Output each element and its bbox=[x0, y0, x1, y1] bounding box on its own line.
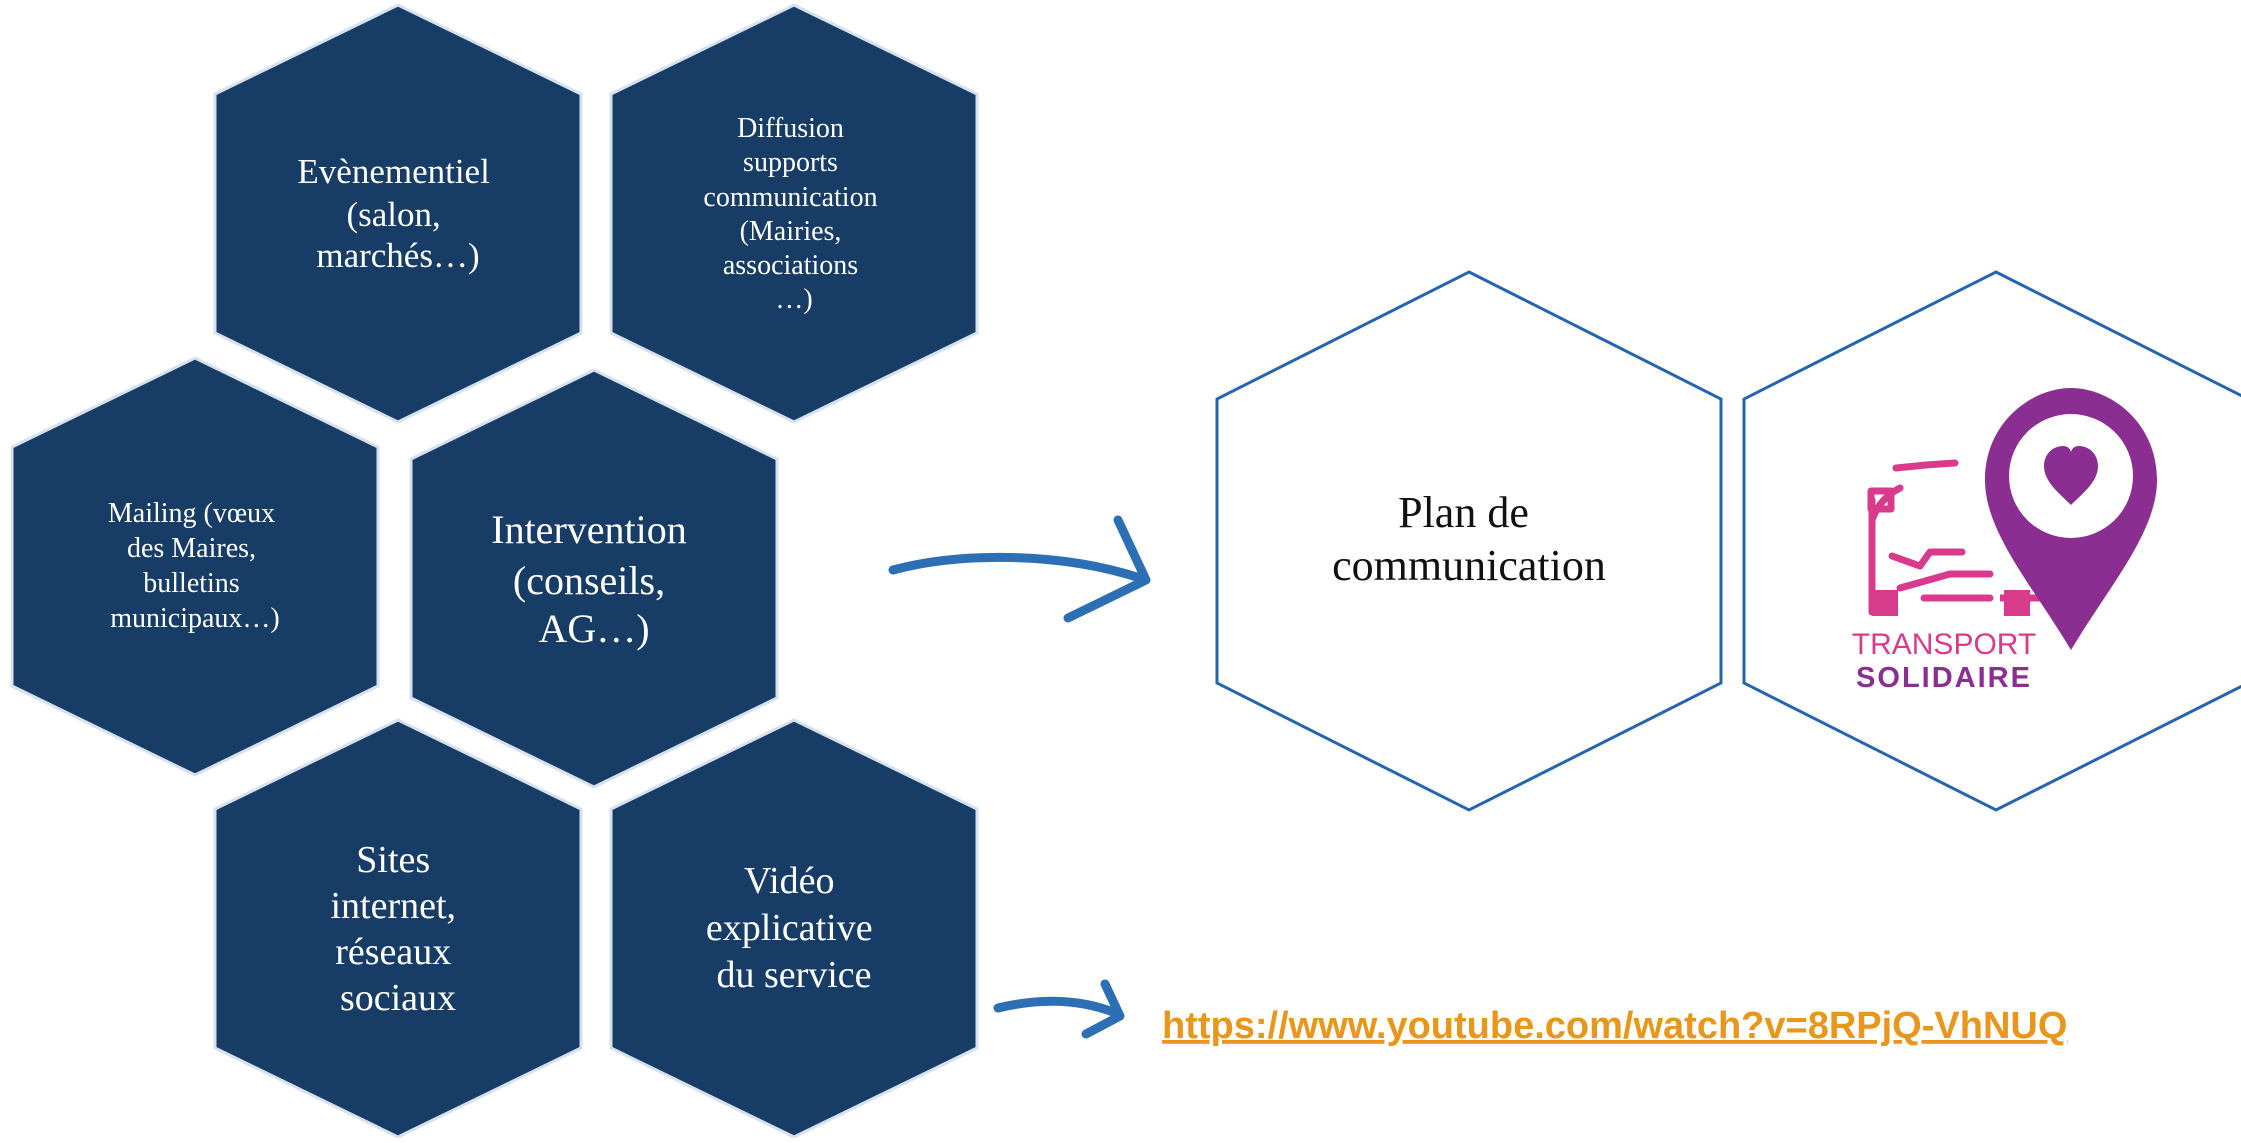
hex-evenementiel: Evènementiel (salon, marchés…) bbox=[213, 3, 583, 424]
logo-text-solidaire: SOLIDAIRE bbox=[1856, 662, 2032, 694]
hex-plan-label: Plan de communication bbox=[1332, 488, 1606, 590]
car-location-heart-icon bbox=[1867, 388, 2157, 650]
hex-intervention: Intervention (conseils, AG…) bbox=[409, 368, 779, 789]
arrow-to-link bbox=[993, 979, 1125, 1039]
hex-video: Vidéo explicative du service bbox=[609, 718, 979, 1139]
hex-mailing-label: Mailing (vœux des Maires, bulletins muni… bbox=[108, 498, 282, 634]
hex-sites-label: Sites internet, réseaux sociaux bbox=[330, 839, 465, 1019]
hex-intervention-label: Intervention (conseils, AG…) bbox=[491, 507, 697, 651]
hex-evenementiel-label: Evènementiel (salon, marchés…) bbox=[297, 152, 498, 275]
hex-sites: Sites internet, réseaux sociaux bbox=[213, 718, 583, 1139]
hex-plan: Plan de communication bbox=[1215, 270, 1723, 812]
youtube-link[interactable]: https://www.youtube.com/watch?v=8RPjQ-Vh… bbox=[1162, 1005, 2067, 1047]
hex-diffusion-label: Diffusion supports communication (Mairie… bbox=[703, 113, 884, 315]
hex-video-label: Vidéo explicative du service bbox=[706, 860, 882, 996]
hex-diffusion: Diffusion supports communication (Mairie… bbox=[609, 3, 979, 424]
arrow-to-plan bbox=[888, 515, 1151, 623]
logo-text-transport: TRANSPORT bbox=[1852, 628, 2036, 661]
hex-mailing: Mailing (vœux des Maires, bulletins muni… bbox=[10, 356, 380, 777]
hex-logo: TRANSPORT SOLIDAIRE bbox=[1742, 270, 2241, 812]
